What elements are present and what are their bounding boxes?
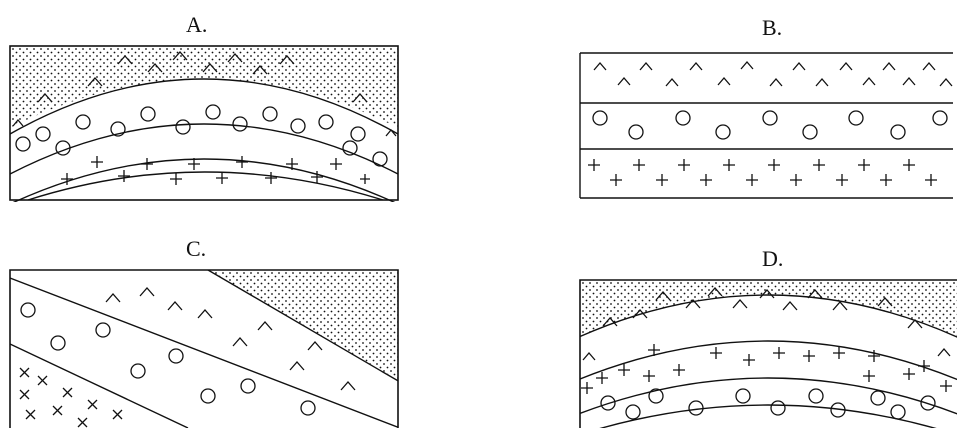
circle-symbols <box>593 111 947 139</box>
panel-label-d: D. <box>762 246 783 272</box>
panel-label-c: C. <box>186 236 206 262</box>
panel-label-b: B. <box>762 15 782 41</box>
panel-b-diagram <box>578 50 953 202</box>
panel-label-a: A. <box>186 12 207 38</box>
panel-d-diagram <box>578 278 957 428</box>
caret-symbols <box>594 62 952 86</box>
panel-c-diagram <box>8 268 400 428</box>
cross-symbols <box>588 159 937 186</box>
circle-symbols <box>21 303 315 415</box>
cross-symbols <box>20 368 122 427</box>
panel-a-diagram <box>8 44 400 202</box>
